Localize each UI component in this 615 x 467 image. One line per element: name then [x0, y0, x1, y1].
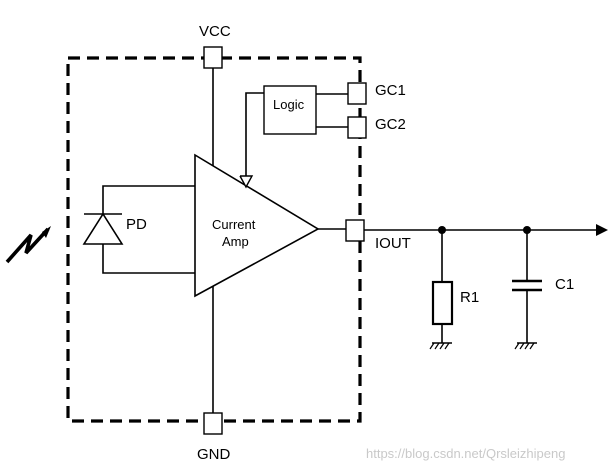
pd-top-wire — [102, 185, 195, 214]
capacitor-icon — [512, 279, 542, 292]
vcc-pin — [203, 46, 223, 69]
iout-label: IOUT — [375, 235, 411, 252]
iout-pin — [345, 219, 365, 242]
gnd-label: GND — [197, 446, 231, 463]
resistor-icon — [431, 280, 454, 326]
logic-control-wire — [245, 92, 264, 178]
logic-control-arrowhead — [239, 175, 254, 189]
current-amp-label-line1: Current — [212, 217, 256, 232]
gc2-pin — [347, 116, 367, 139]
output-arrowhead — [596, 224, 608, 236]
r1-label: R1 — [460, 289, 479, 306]
logic-label: Logic — [273, 97, 305, 112]
watermark: https://blog.csdn.net/Qrsleizhipeng — [366, 446, 565, 461]
gnd-pin — [203, 412, 223, 435]
current-amp-triangle — [194, 153, 320, 298]
current-amp-label-line2: Amp — [222, 234, 249, 249]
ground-icon — [514, 342, 537, 350]
gc1-label: GC1 — [375, 82, 406, 99]
pd-label: PD — [126, 216, 147, 233]
gc2-label: GC2 — [375, 116, 406, 133]
gc1-pin — [347, 82, 367, 105]
logic-block — [263, 85, 317, 135]
light-incident-icon — [5, 226, 51, 264]
c1-label: C1 — [555, 276, 574, 293]
pd-bottom-wire — [102, 244, 195, 274]
photodiode-icon — [82, 212, 124, 245]
vcc-label: VCC — [199, 23, 231, 40]
ground-icon — [429, 342, 452, 350]
